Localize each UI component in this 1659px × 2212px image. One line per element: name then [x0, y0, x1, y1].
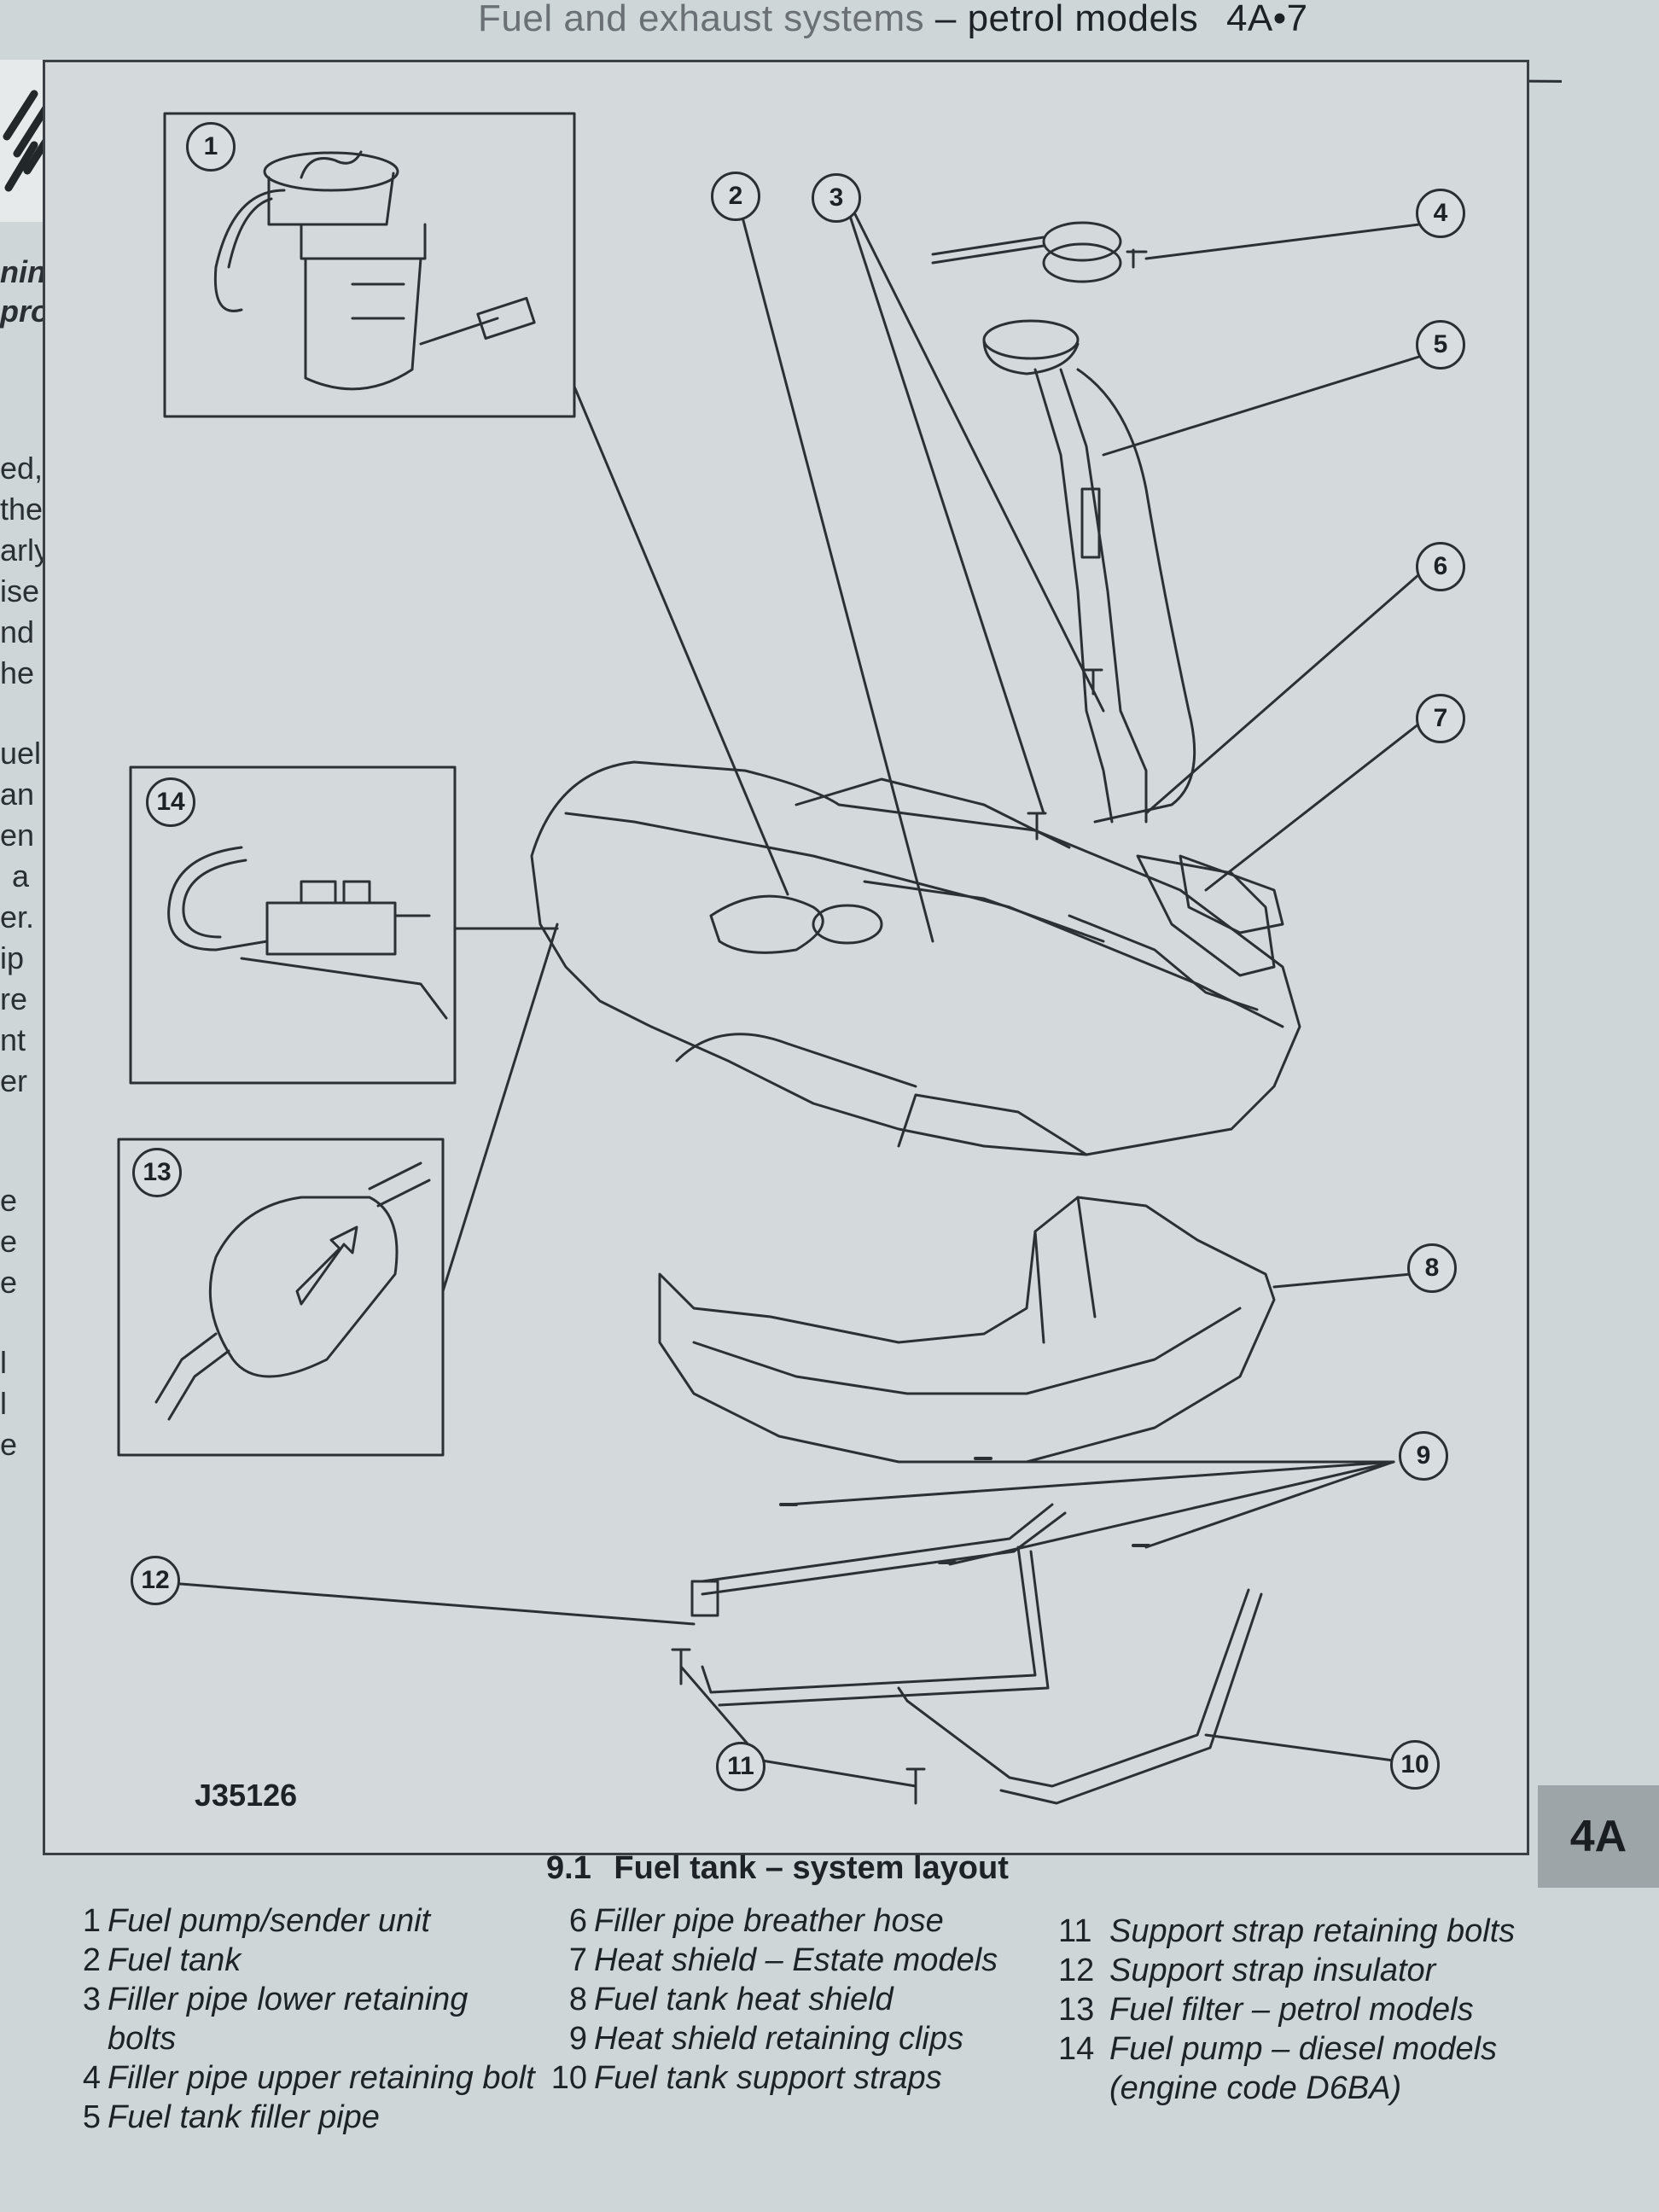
inset-box-diesel-pump: [129, 765, 457, 1085]
diesel-pump-drawing: [167, 846, 448, 1020]
section-tab: 4A: [1538, 1785, 1659, 1888]
callout-8: 8: [1407, 1243, 1457, 1293]
margin-word: l: [0, 1386, 7, 1421]
callout-7: 7: [1416, 694, 1465, 743]
margin-word: the: [0, 492, 44, 527]
callout-9: 9: [1399, 1431, 1448, 1481]
page-header: Fuel and exhaust systems – petrol models…: [478, 0, 1553, 41]
header-prefix: Fuel and exhaust systems: [478, 0, 925, 39]
margin-word: e: [0, 1183, 18, 1218]
caption-number: 9.1: [546, 1850, 591, 1886]
support-strap-drawing: [701, 1503, 1263, 1805]
figure-code: J35126: [195, 1778, 298, 1813]
upper-bolt-drawing: [1126, 248, 1148, 269]
callout-3: 3: [812, 173, 861, 223]
fuel-tank-drawing: [530, 760, 1301, 1156]
margin-word: ip: [0, 940, 25, 975]
callout-10: 10: [1390, 1740, 1440, 1790]
filler-pipe-drawing: [982, 319, 1196, 824]
margin-word: er: [0, 1063, 28, 1098]
header-title: – petrol models: [934, 0, 1199, 39]
margin-word: nt: [0, 1022, 26, 1057]
fuel-cap-drawing: [931, 221, 1122, 283]
fuel-pump-sender-drawing: [213, 150, 536, 391]
margin-word: e: [0, 1427, 18, 1462]
callout-4: 4: [1416, 189, 1465, 238]
margin-word: re: [0, 981, 28, 1016]
figure-caption: 9.1 Fuel tank – system layout: [546, 1850, 1009, 1887]
margin-word: e: [0, 1265, 18, 1300]
margin-word: ed,: [0, 451, 44, 486]
inset-box-fuel-filter: [117, 1138, 445, 1457]
callout-14: 14: [146, 777, 195, 827]
figure-frame: J35126 1 2 3 4 5 6 7 8 9 10 11 12 13 14: [43, 60, 1529, 1855]
callout-6: 6: [1416, 542, 1465, 591]
margin-word: ise: [0, 573, 40, 608]
callout-2: 2: [711, 172, 760, 221]
inset-box-fuel-pump: [163, 112, 576, 418]
exploded-diagram: [117, 112, 1421, 1805]
margin-word: e: [0, 1224, 18, 1259]
margin-word: l: [0, 1345, 7, 1380]
clip-drawing: [779, 1457, 1150, 1564]
margin-word: uel: [0, 736, 42, 771]
strap-insulator-drawing: [690, 1580, 719, 1617]
fuel-filter-drawing: [154, 1161, 431, 1421]
callout-1: 1: [186, 122, 236, 172]
callout-5: 5: [1416, 320, 1465, 370]
margin-word: er.: [0, 899, 35, 934]
callout-11: 11: [716, 1742, 765, 1791]
header-page-number: 4A•7: [1225, 0, 1308, 39]
margin-word: arly: [0, 533, 50, 568]
margin-word: en: [0, 818, 35, 853]
callout-13: 13: [132, 1148, 182, 1197]
margin-word: an: [0, 777, 35, 812]
margin-word: nd: [0, 614, 35, 649]
margin-word: he: [0, 655, 35, 690]
estate-heat-shield-drawing: [1179, 854, 1284, 934]
callout-12: 12: [131, 1556, 180, 1605]
heat-shield-drawing: [658, 1196, 1276, 1464]
caption-title: Fuel tank – system layout: [614, 1850, 1009, 1886]
margin-word: a: [12, 859, 30, 894]
